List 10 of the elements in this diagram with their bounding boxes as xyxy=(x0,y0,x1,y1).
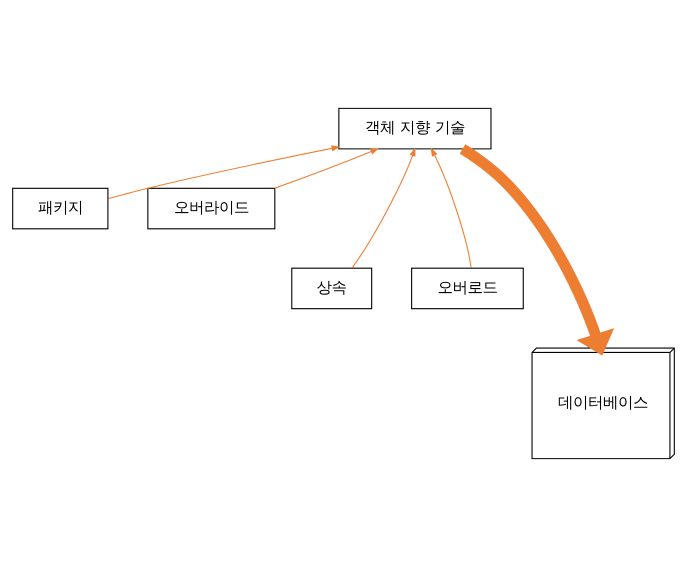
node-box: 오버로드 xyxy=(411,267,524,309)
arrow xyxy=(108,144,340,199)
node-box: 상속 xyxy=(291,267,372,309)
node-box: 객체 지향 기술 xyxy=(338,107,492,149)
arrow xyxy=(460,144,614,356)
node-box: 패키지 xyxy=(12,187,108,229)
node-box: 오버라이드 xyxy=(147,187,276,229)
arrow xyxy=(352,146,416,268)
arrow xyxy=(274,148,380,188)
arrow xyxy=(430,147,472,268)
